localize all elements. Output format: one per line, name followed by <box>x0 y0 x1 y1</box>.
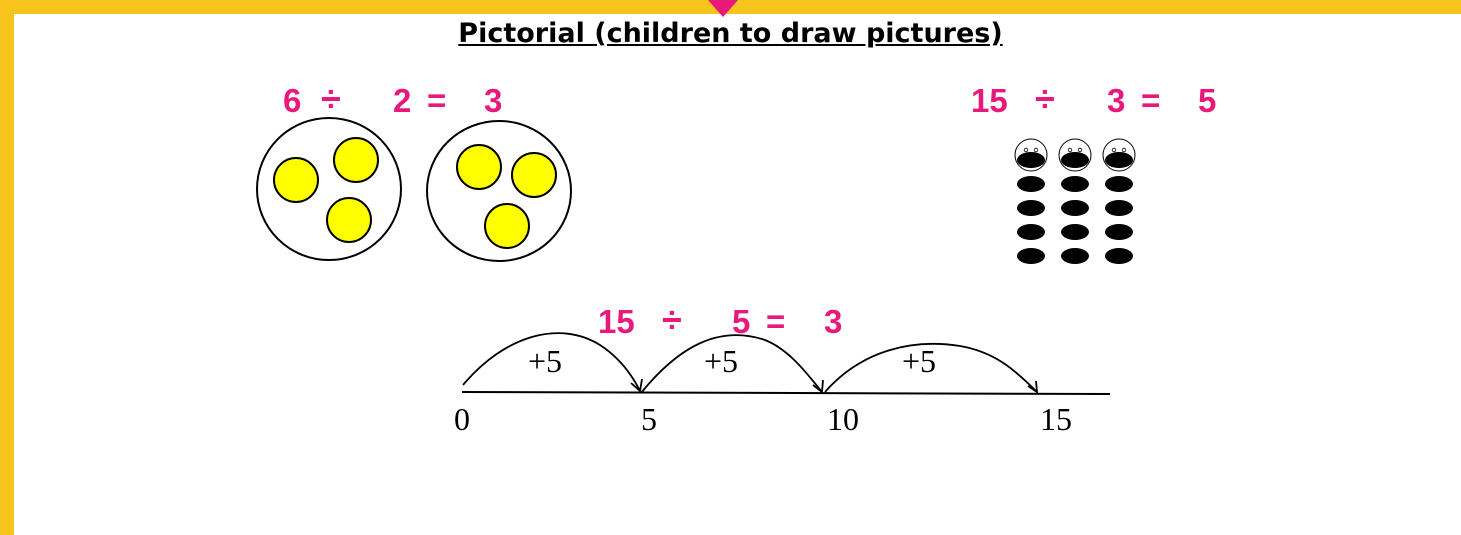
counter-dot <box>1061 200 1089 216</box>
counter-icon <box>457 145 501 189</box>
tick-label: 15 <box>1040 403 1072 435</box>
tick-label: 0 <box>454 403 470 435</box>
jump-label: +5 <box>528 345 562 377</box>
counter-icon <box>274 158 318 202</box>
counter-dot <box>1105 176 1133 192</box>
jump-label: +5 <box>902 345 936 377</box>
counter-icon <box>485 204 529 248</box>
counter-dot <box>1061 224 1089 240</box>
counter-dot <box>1017 200 1045 216</box>
sharing-group <box>257 118 401 260</box>
counter-dot <box>1017 224 1045 240</box>
tick-label: 5 <box>641 403 657 435</box>
counter-dot <box>1105 200 1133 216</box>
counter-dot <box>1105 224 1133 240</box>
tick-label: 10 <box>827 403 859 435</box>
counter-dot <box>1017 152 1045 168</box>
counter-icon <box>334 138 378 182</box>
counter-icon <box>512 153 556 197</box>
counter-icon <box>327 198 371 242</box>
sharing-group <box>427 121 571 261</box>
counter-dot <box>1061 152 1089 168</box>
counter-dot <box>1017 248 1045 264</box>
counter-dot <box>1061 248 1089 264</box>
counter-dot <box>1061 176 1089 192</box>
counter-dot <box>1105 248 1133 264</box>
counter-dot <box>1017 176 1045 192</box>
grouping-array <box>1015 139 1135 264</box>
jump-label: +5 <box>704 345 738 377</box>
counter-dot <box>1105 152 1133 168</box>
